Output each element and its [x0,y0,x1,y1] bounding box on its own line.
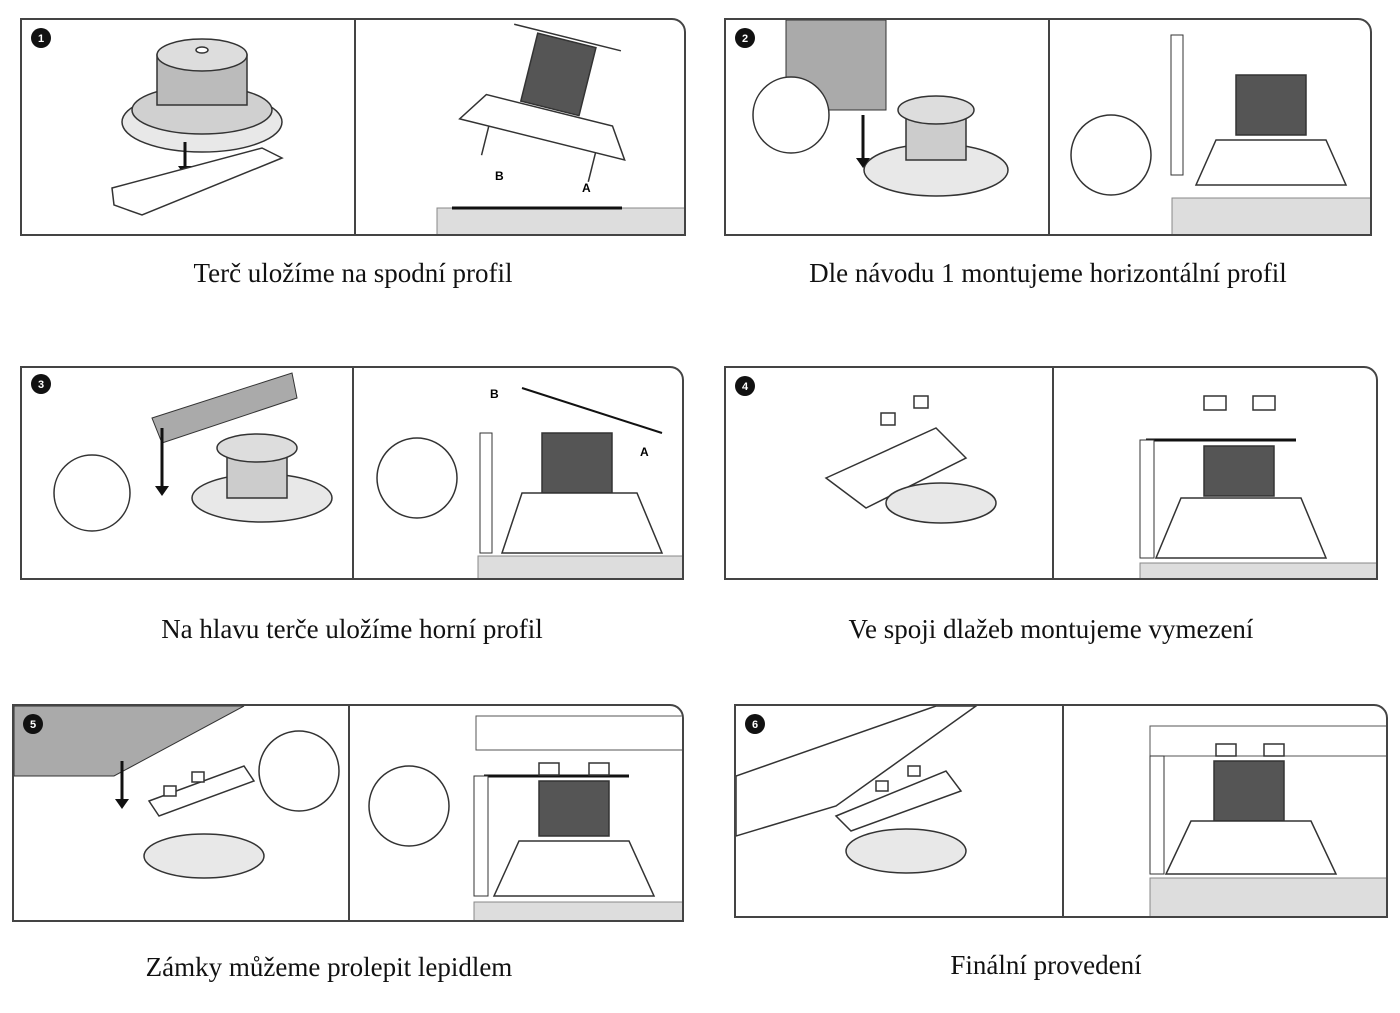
step-number: 5 [30,719,36,731]
ground-slab [477,555,682,578]
glue-bottle-icon [1070,114,1152,196]
step-1-illustration: 1 B A [31,23,684,234]
profile-rail-icon [824,427,968,509]
glue-bottle-icon [368,765,450,847]
step-6-caption: Finální provedení [950,950,1142,980]
hatched-wall-icon [1149,755,1165,875]
step-badge [31,374,51,394]
pedestal-icon [500,432,664,554]
pedestal-icon [121,38,283,153]
step-1-caption: Terč uložíme na spodní profil [193,258,513,288]
glue-bottle-icon [376,437,458,519]
ground-slab [436,207,684,234]
panel-divider [352,368,354,578]
tile-slab-icon [736,706,978,837]
spacer-clip-icon [1215,743,1285,757]
pedestal-icon [834,770,967,874]
pedestal-icon [143,765,265,879]
down-arrow-icon [856,115,870,168]
pedestal-icon [1194,74,1348,186]
tile-slab-icon [14,706,245,777]
glue-bottle-icon [53,454,131,532]
step-4-caption: Ve spoji dlažeb montujeme vymezení [848,614,1254,644]
spacer-clip-icon [538,762,610,776]
pedestal-icon [885,482,997,524]
step-6-panel: 6 [734,704,1388,918]
ground-slab [1149,877,1386,916]
step-4-illustration: 4 [735,376,1376,578]
step-2-panel: 2 [724,18,1372,236]
down-arrow-icon [115,761,129,809]
down-arrow-icon [155,428,169,496]
pedestal-icon [458,23,626,183]
step-badge [745,714,765,734]
pedestal-icon [1164,760,1338,875]
spacer-clip-icon [1203,395,1276,411]
panel-divider [348,706,350,920]
marker-b: B [495,169,504,183]
hatched-wall-icon [475,715,682,751]
step-1-panel: 1 B A [20,18,686,236]
panel-divider [1048,20,1050,234]
ground-slab [1171,197,1370,234]
step-number: 1 [38,33,44,45]
marker-a: A [582,181,591,195]
spacer-clip-icon [163,771,205,797]
panel-divider [1052,368,1054,578]
step-6-illustration: 6 [736,706,1386,916]
step-3-caption: Na hlavu terče uložíme horní profil [161,614,543,644]
step-number: 6 [752,719,758,731]
profile-rail-icon [111,147,284,216]
step-2-illustration: 2 [735,20,1370,234]
pedestal-icon [863,95,1009,197]
spacer-clip-icon [875,765,921,792]
step-number: 2 [742,33,748,45]
profile-rail-icon [1170,34,1184,176]
panel-divider [1062,706,1064,916]
marker-b: B [490,387,499,401]
glue-bottle-icon [258,730,340,812]
step-badge [23,714,43,734]
panel-divider [354,20,356,234]
step-number: 4 [742,381,749,393]
glue-bottle-icon [752,76,830,154]
step-5-caption: Zámky můžeme prolepit lepidlem [145,952,513,982]
hatched-wall-icon [479,432,493,554]
hatched-wall-icon [473,775,489,897]
pedestal-icon [1154,445,1328,559]
step-5-panel: 5 [12,704,684,922]
profile-rail-icon [151,372,298,444]
step-3-panel: 3 B A [20,366,684,580]
hatched-wall-icon [1139,439,1155,559]
step-3-illustration: 3 B A [31,372,682,578]
step-badge [735,376,755,396]
step-4-panel: 4 [724,366,1378,580]
step-badge [735,28,755,48]
marker-a: A [640,445,649,459]
step-badge [31,28,51,48]
step-2-caption: Dle návodu 1 montujeme horizontální prof… [809,258,1287,288]
pedestal-icon [191,433,333,523]
ground-slab [1139,562,1376,578]
step-number: 3 [38,379,44,391]
step-5-illustration: 5 [14,706,682,920]
pedestal-icon [492,780,656,897]
ground-slab [473,901,682,920]
spacer-clip-icon [880,395,929,426]
